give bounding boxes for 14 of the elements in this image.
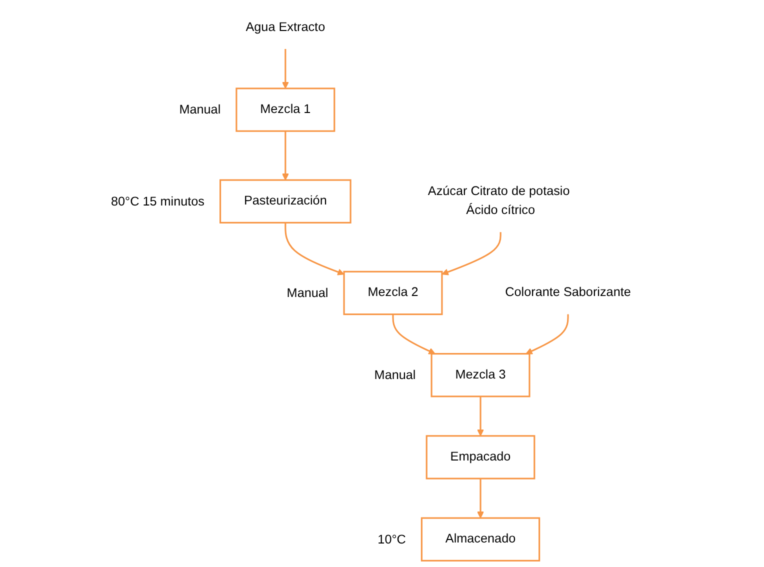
note-text: Manual [179, 102, 221, 117]
process-box: Pasteurización [220, 179, 352, 224]
note-text: Manual [286, 286, 328, 300]
process-box: Almacenado [420, 517, 540, 562]
process-box: Mezcla 3 [430, 353, 530, 398]
process-box: Mezcla 2 [343, 270, 443, 316]
note-text: 80°C 15 minutos [111, 194, 204, 208]
note-text: Manual [374, 368, 416, 382]
input-text: Colorante Saborizante [505, 286, 631, 300]
input-text: Agua Extracto [246, 20, 326, 34]
note-text: 10°C [378, 532, 406, 546]
process-box: Empacado [426, 435, 536, 480]
input-text: Azúcar Citrato de potasio Ácido cítrico [428, 184, 570, 218]
process-box: Mezcla 1 [236, 88, 336, 132]
